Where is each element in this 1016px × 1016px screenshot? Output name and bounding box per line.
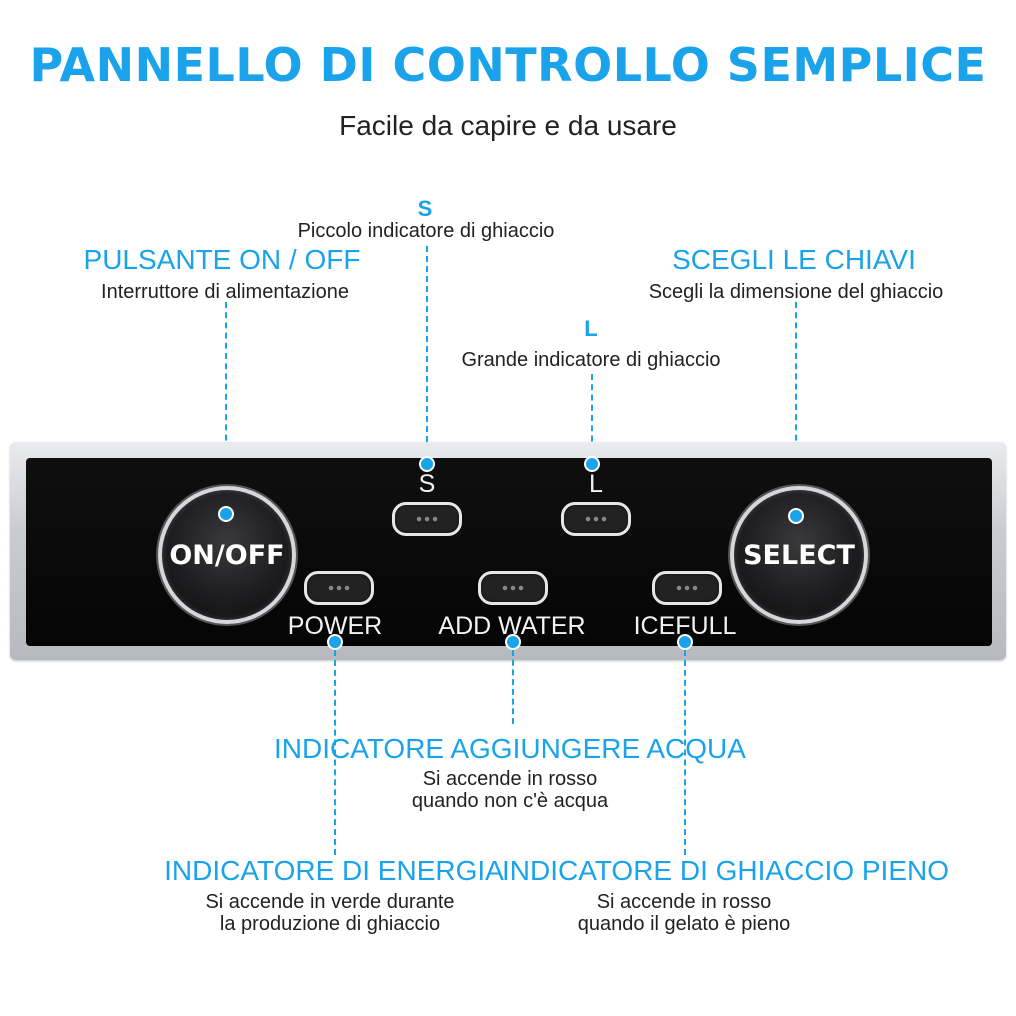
- ice-full-callout-desc-1: Si accende in rosso: [596, 891, 772, 913]
- large-ice-letter: L: [584, 316, 598, 341]
- energy-leader-line: [334, 650, 336, 855]
- select-callout-desc: Scegli la dimensione del ghiaccio: [648, 281, 944, 303]
- select-button-label: SELECT: [743, 539, 855, 571]
- add-water-callout-desc-1: Si accende in rosso: [422, 768, 598, 790]
- on-off-leader-line: [225, 302, 227, 512]
- large-ice-marker-dot: [584, 456, 600, 472]
- select-button[interactable]: SELECT: [730, 486, 868, 624]
- add-water-marker-dot: [505, 634, 521, 650]
- on-off-callout-desc: Interruttore di alimentazione: [101, 281, 349, 303]
- icefull-indicator: [652, 571, 722, 605]
- icefull-marker-dot: [677, 634, 693, 650]
- power-marker-dot: [327, 634, 343, 650]
- select-callout-title: SCEGLI LE CHIAVI: [672, 244, 916, 275]
- ice-full-callout-desc-2: quando il gelato è pieno: [577, 913, 791, 935]
- ice-full-callout-title: INDICATORE DI GHIACCIO PIENO: [502, 855, 950, 886]
- small-ice-marker-dot: [419, 456, 435, 472]
- s-indicator-label: S: [418, 470, 436, 498]
- power-indicator: [304, 571, 374, 605]
- large-ice-desc: Grande indicatore di ghiaccio: [461, 349, 721, 371]
- large-ice-leader-line: [591, 374, 593, 462]
- small-ice-letter: S: [417, 196, 433, 221]
- on-off-button-label: ON/OFF: [169, 539, 285, 571]
- add-water-leader-line: [512, 650, 514, 724]
- small-ice-leader-line: [426, 246, 428, 462]
- energy-callout-title: INDICATORE DI ENERGIA: [164, 855, 504, 886]
- add-water-indicator: [478, 571, 548, 605]
- select-leader-line: [795, 302, 797, 512]
- on-off-button[interactable]: ON/OFF: [158, 486, 296, 624]
- page-subtitle: Facile da capire e da usare: [339, 110, 677, 141]
- on-off-callout-title: PULSANTE ON / OFF: [83, 244, 361, 275]
- select-marker-dot: [788, 508, 804, 524]
- l-indicator-label: L: [589, 470, 603, 498]
- large-ice-indicator: [561, 502, 631, 536]
- energy-callout-desc-1: Si accende in verde durante: [205, 891, 455, 913]
- small-ice-desc: Piccolo indicatore di ghiaccio: [297, 220, 555, 242]
- small-ice-indicator: [392, 502, 462, 536]
- energy-callout-desc-2: la produzione di ghiaccio: [219, 913, 441, 935]
- ice-full-leader-line: [684, 650, 686, 855]
- add-water-callout-desc-2: quando non c'è acqua: [411, 790, 609, 812]
- on-off-marker-dot: [218, 506, 234, 522]
- add-water-callout-title: INDICATORE AGGIUNGERE ACQUA: [274, 733, 746, 764]
- page-title: PANNELLO DI CONTROLLO SEMPLICE: [29, 38, 987, 92]
